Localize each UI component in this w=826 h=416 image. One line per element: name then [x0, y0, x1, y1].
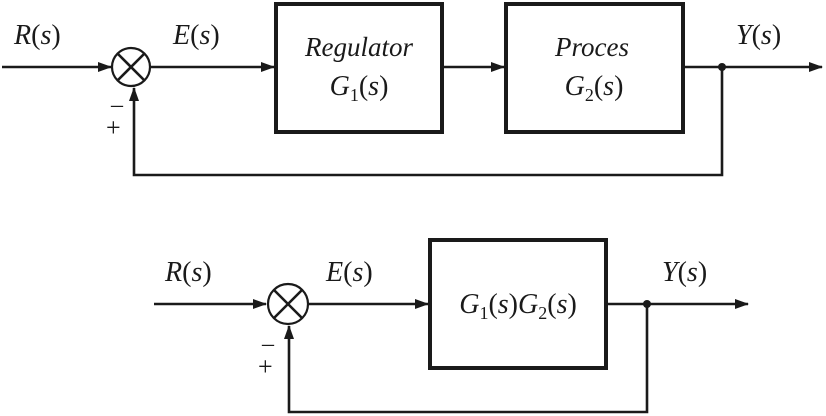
plus-sign-2: +: [258, 352, 273, 381]
input-label-2: R(s): [164, 257, 212, 288]
minus-sign-2: –: [261, 331, 275, 357]
combined-block: [428, 238, 608, 370]
output-label-1: Y(s): [736, 20, 781, 51]
input-label-1: R(s): [13, 20, 61, 51]
process-name: Proces: [554, 32, 629, 62]
regulator-transfer-fn: G1(s): [330, 71, 389, 105]
summing-junction-2: [266, 282, 310, 326]
diagram-1: R(s) E(s) Y(s) Regulator G1(s) Proces G2…: [2, 2, 823, 177]
process-block: [504, 2, 685, 134]
process-transfer-fn: G2(s): [565, 71, 624, 105]
regulator-block: [274, 2, 444, 134]
output-label-2: Y(s): [662, 257, 707, 288]
feedback-path-1: [129, 67, 724, 177]
minus-sign-1: –: [110, 92, 124, 118]
error-label-2: E(s): [325, 257, 373, 288]
error-label-1: E(s): [172, 20, 220, 51]
plus-sign-1: +: [106, 113, 121, 142]
summing-junction-1: [110, 46, 152, 88]
combined-transfer-fn: G1(s)G2(s): [459, 289, 577, 323]
regulator-name: Regulator: [304, 32, 413, 62]
feedback-path-2: [284, 304, 649, 414]
diagram-2: R(s) E(s) Y(s) G1(s)G2(s) – +: [154, 238, 749, 414]
